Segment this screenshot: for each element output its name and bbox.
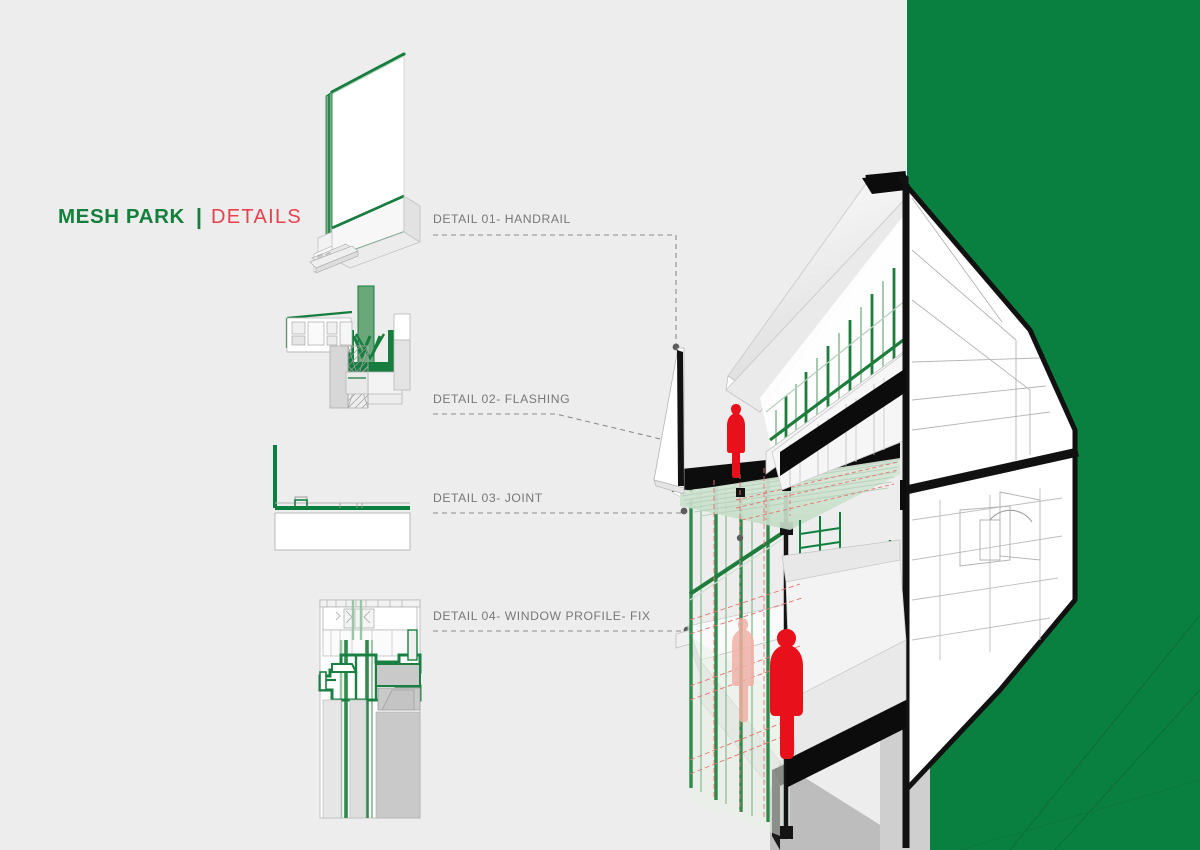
figure-upper [727,404,745,478]
canopy-fascia [672,458,786,492]
interior-lower-lines [911,488,1063,660]
callout-leader-lines [433,234,684,632]
upper-black-beam [780,368,906,476]
figure-lower-reflection [732,618,754,722]
callout-label-detail-04: DETAIL 04- WINDOW PROFILE- FIX [433,609,651,623]
lower-black-beam [786,700,906,788]
leader-dot-03 [680,507,688,515]
figure-lower [770,629,803,759]
title-separator: | [195,204,203,229]
detail-04-window-profile-drawing [318,599,422,819]
handrail-mast [677,350,684,486]
section-floor-slab [905,447,1079,495]
callout-label-detail-02: DETAIL 02- FLASHING [433,392,571,406]
detail-01-handrail-drawing [309,52,421,274]
leader-detail-02 [433,413,674,443]
upper-facade-transom [769,336,907,442]
callout-label-detail-03: DETAIL 03- JOINT [433,491,543,505]
leader-detail-01 [433,234,677,344]
detail-02-flashing-drawing [285,285,411,409]
soffit-red-guides [735,461,899,521]
callout-label-detail-01: DETAIL 01- HANDRAIL [433,212,571,226]
project-title: MESH PARK [58,205,185,228]
interior-attic-lines [911,197,1051,460]
detail-03-joint-drawing [273,445,411,551]
title-block: MESH PARK | DETAILS [58,204,302,230]
sheet-title: DETAILS [211,205,303,228]
upper-facade-mullions [784,268,896,440]
building-sectional-axonometric [653,171,1079,850]
